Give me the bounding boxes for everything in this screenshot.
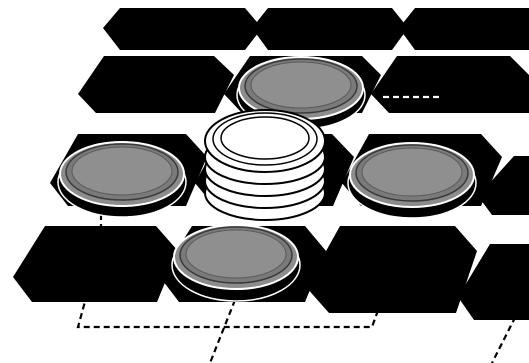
board-cell[interactable] [13, 226, 178, 302]
board-cell[interactable] [252, 8, 408, 50]
white-piece-stack[interactable] [205, 110, 325, 220]
board-cell[interactable] [306, 226, 477, 313]
board-cell[interactable] [78, 56, 234, 113]
guide-line [210, 300, 235, 363]
board-cell[interactable] [103, 8, 262, 50]
gray-piece[interactable] [172, 225, 300, 301]
board-row-1 [103, 8, 529, 50]
gray-piece[interactable] [348, 143, 476, 218]
board-cell[interactable] [399, 8, 529, 50]
gray-piece[interactable] [58, 142, 186, 217]
board-cell[interactable] [371, 56, 529, 113]
